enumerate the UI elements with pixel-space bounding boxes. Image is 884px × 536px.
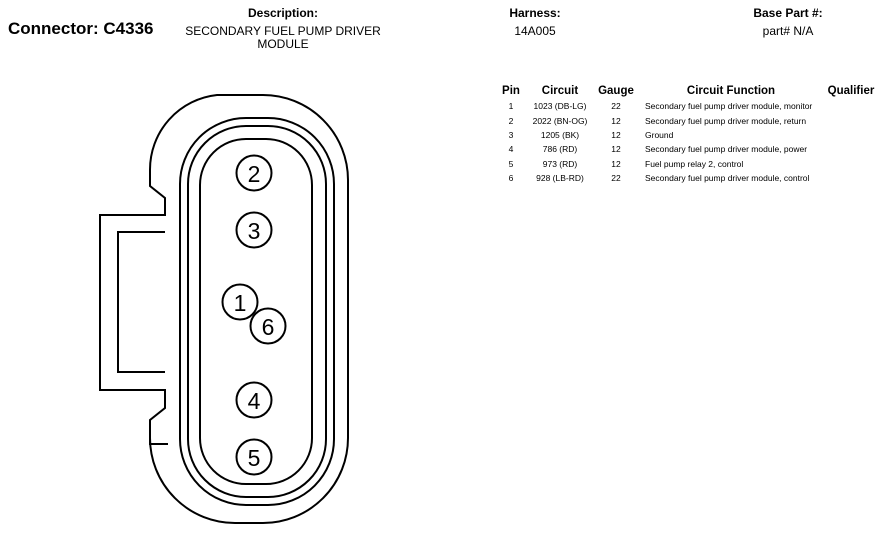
harness-label: Harness:: [509, 6, 561, 20]
cell-function: Fuel pump relay 2, control: [645, 158, 744, 169]
base-part-block: Base Part #: part# N/A: [728, 7, 848, 38]
table-row: 3 1205 (BK) 12 Ground: [497, 128, 877, 142]
connector-latch-inner: [117, 231, 165, 373]
cell-pin: 5: [508, 158, 514, 169]
cell-circuit: 973 (RD): [542, 158, 578, 169]
description-block: Description: SECONDARY FUEL PUMP DRIVER …: [172, 7, 394, 51]
table-row: 5 973 (RD) 12 Fuel pump relay 2, control: [497, 157, 877, 171]
pin-circle: [235, 154, 273, 192]
table-row: 2 2022 (BN-OG) 12 Secondary fuel pump dr…: [497, 113, 877, 127]
connector-housing-outline: [99, 94, 349, 524]
cell-function: Secondary fuel pump driver module, monit…: [645, 101, 813, 112]
pin-3: 3: [235, 211, 273, 249]
cell-gauge: 12: [611, 129, 621, 140]
cell-circuit: 2022 (BN-OG): [532, 115, 588, 126]
cell-circuit: 786 (RD): [542, 144, 578, 155]
table-row: 4 786 (RD) 12 Secondary fuel pump driver…: [497, 142, 877, 156]
pin-6: 6: [249, 307, 287, 345]
cell-pin: 1: [508, 101, 514, 112]
table-row: 6 928 (LB-RD) 22 Secondary fuel pump dri…: [497, 171, 877, 185]
cell-gauge: 22: [611, 173, 621, 184]
base-part-value: part# N/A: [762, 24, 814, 38]
pin-2: 2: [235, 154, 273, 192]
pin-label: 3: [248, 218, 261, 244]
cell-pin: 4: [508, 144, 514, 155]
connector-body-outer: [179, 117, 335, 506]
cell-gauge: 12: [611, 158, 621, 169]
cell-gauge: 22: [611, 101, 621, 112]
cell-pin: 2: [508, 115, 514, 126]
pin-circle: [249, 307, 287, 345]
connector-body-middle: [187, 125, 327, 498]
pin-4: 4: [235, 381, 273, 419]
table-header-row: Pin Circuit Gauge Circuit Function Quali…: [497, 82, 877, 99]
pin-circle: [235, 381, 273, 419]
pin-circle: [221, 283, 259, 321]
cell-pin: 6: [508, 173, 514, 184]
pin-label: 2: [248, 161, 261, 187]
header-circuit: Circuit: [541, 84, 579, 97]
connector-latch-notch: [149, 420, 168, 445]
cell-function: Secondary fuel pump driver module, power: [645, 144, 808, 155]
description-label: Description:: [247, 6, 318, 20]
header-qualifier: Qualifier: [827, 84, 875, 97]
pin-circle: [235, 211, 273, 249]
connector-cavity-inner: [199, 138, 313, 485]
cell-circuit: 928 (LB-RD): [536, 173, 584, 184]
cell-function: Secondary fuel pump driver module, retur…: [645, 115, 807, 126]
cell-pin: 3: [508, 129, 514, 140]
cell-function: Secondary fuel pump driver module, contr…: [645, 173, 810, 184]
pin-table: Pin Circuit Gauge Circuit Function Quali…: [497, 82, 877, 185]
pin-label: 4: [248, 388, 261, 414]
cell-function: Ground: [645, 129, 674, 140]
harness-value: 14A005: [514, 24, 556, 38]
cell-gauge: 12: [611, 115, 621, 126]
table-row: 1 1023 (DB-LG) 22 Secondary fuel pump dr…: [497, 99, 877, 113]
connector-label: Connector:: [8, 19, 99, 38]
cell-gauge: 12: [611, 144, 621, 155]
harness-block: Harness: 14A005: [480, 7, 590, 38]
pin-label: 1: [234, 290, 247, 316]
cell-circuit: 1023 (DB-LG): [533, 101, 587, 112]
pin-5: 5: [235, 438, 273, 476]
pin-circle: [235, 438, 273, 476]
base-part-label: Base Part #:: [753, 6, 823, 20]
description-line-2: MODULE: [257, 37, 309, 51]
cell-circuit: 1205 (BK): [540, 129, 580, 140]
connector-title: Connector: C4336: [8, 19, 154, 39]
pin-label: 6: [262, 314, 275, 340]
connector-id: C4336: [103, 19, 154, 38]
header-gauge: Gauge: [598, 84, 634, 97]
header-function: Circuit Function: [686, 84, 776, 97]
description-line-1: SECONDARY FUEL PUMP DRIVER: [185, 24, 381, 38]
pin-1: 1: [221, 283, 259, 321]
pin-label: 5: [248, 445, 261, 471]
header-pin: Pin: [502, 84, 520, 97]
